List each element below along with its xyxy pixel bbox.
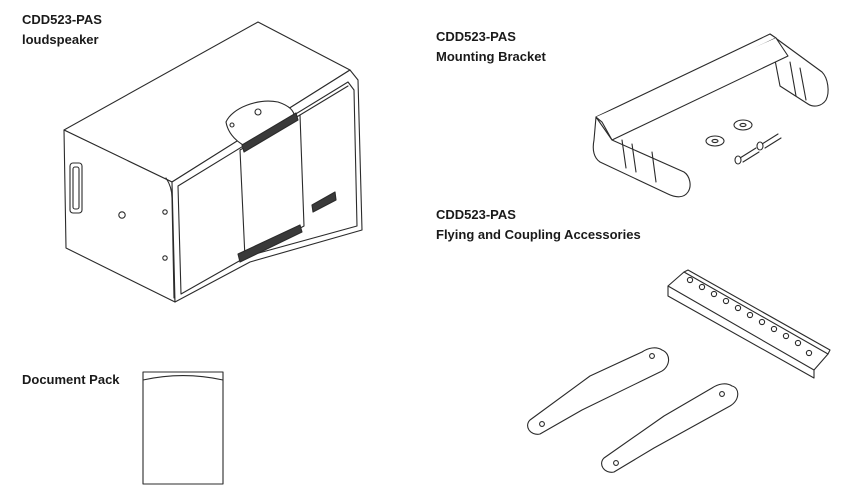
loudspeaker-caption: CDD523-PAS loudspeaker — [22, 10, 102, 50]
loudspeaker-model: CDD523-PAS — [22, 12, 102, 27]
flying-model: CDD523-PAS — [436, 207, 516, 222]
loudspeaker-name: loudspeaker — [22, 32, 99, 47]
loudspeaker-drawing — [64, 22, 362, 302]
document-pack-drawing — [143, 372, 223, 484]
flying-caption: CDD523-PAS Flying and Coupling Accessori… — [436, 205, 641, 245]
flying-accessories-drawing — [528, 270, 830, 472]
bracket-model: CDD523-PAS — [436, 29, 516, 44]
bracket-caption: CDD523-PAS Mounting Bracket — [436, 27, 546, 67]
bracket-name: Mounting Bracket — [436, 49, 546, 64]
flying-name: Flying and Coupling Accessories — [436, 227, 641, 242]
document-pack-caption: Document Pack — [22, 370, 120, 390]
mounting-bracket-drawing — [593, 34, 828, 197]
document-pack-name: Document Pack — [22, 372, 120, 387]
